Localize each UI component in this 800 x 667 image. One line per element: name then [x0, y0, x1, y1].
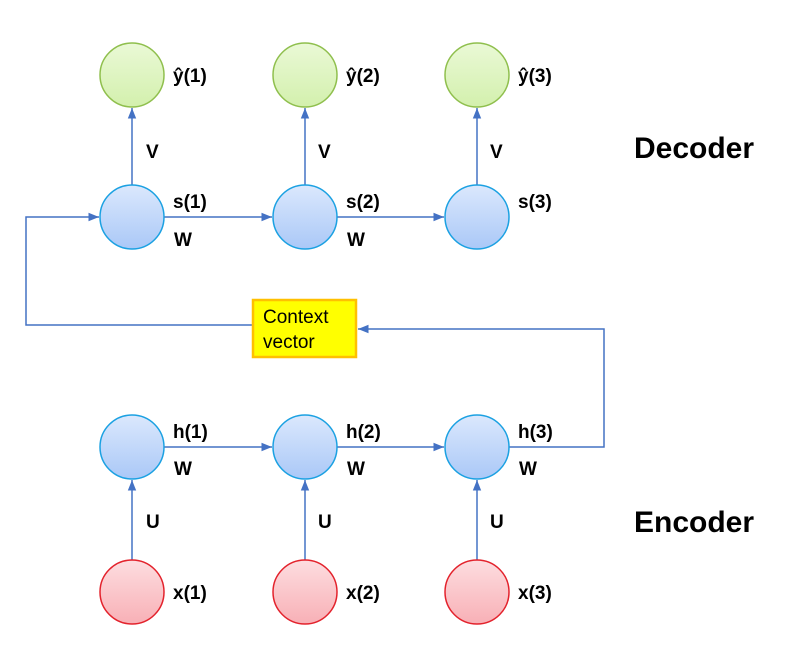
decoder-states: s(1) s(2) s(3) W W [99, 184, 552, 251]
weight-v-2: V [318, 142, 331, 163]
decoder-weight-w-2: W [347, 230, 365, 251]
input-node-1 [99, 559, 165, 625]
encoder-hidden: h(1) h(2) h(3) W W W [99, 414, 553, 480]
state-label-2: s(2) [346, 192, 380, 213]
input-label-3: x(3) [518, 583, 552, 604]
input-label-2: x(2) [346, 583, 380, 604]
hidden-label-2: h(2) [346, 422, 381, 443]
output-node-3 [444, 42, 510, 108]
hidden-label-3: h(3) [518, 422, 553, 443]
output-label-1: ŷ(1) [173, 66, 207, 87]
weight-v-1: V [146, 142, 159, 163]
u-weights: U U U [146, 512, 504, 533]
weight-u-2: U [318, 512, 332, 533]
context-vector-line1: Context [263, 307, 329, 328]
context-vector-rect [251, 298, 358, 359]
encoder-weight-w-2: W [347, 459, 365, 480]
encoder-weight-w-3: W [519, 459, 537, 480]
state-label-3: s(3) [518, 192, 552, 213]
context-vector-line2: vector [263, 332, 315, 353]
encoder-weight-w-1: W [174, 459, 192, 480]
weight-u-1: U [146, 512, 160, 533]
state-node-3 [444, 184, 510, 250]
arrow-context-s1 [25, 212, 252, 326]
output-label-2: ŷ(2) [346, 66, 380, 87]
hidden-label-1: h(1) [173, 422, 208, 443]
encoder-heading: Encoder [634, 506, 754, 539]
hidden-node-1 [99, 414, 165, 480]
output-node-2 [272, 42, 338, 108]
state-label-1: s(1) [173, 192, 207, 213]
state-node-2 [272, 184, 338, 250]
input-label-1: x(1) [173, 583, 207, 604]
state-node-1 [99, 184, 165, 250]
connectors [25, 108, 605, 560]
encoder-inputs: x(1) x(2) x(3) [99, 559, 552, 625]
weight-v-3: V [490, 142, 503, 163]
context-vector-box: Context vector [251, 298, 358, 359]
arrow-h3-context [358, 324, 605, 448]
input-node-3 [444, 559, 510, 625]
weight-u-3: U [490, 512, 504, 533]
decoder-heading: Decoder [634, 132, 754, 165]
decoder-weight-w-1: W [174, 230, 192, 251]
decoder-outputs: ŷ(1) ŷ(2) ŷ(3) [99, 42, 552, 108]
hidden-node-3 [444, 414, 510, 480]
output-label-3: ŷ(3) [518, 66, 552, 87]
input-node-2 [272, 559, 338, 625]
output-node-1 [99, 42, 165, 108]
hidden-node-2 [272, 414, 338, 480]
v-weights: V V V [146, 142, 503, 163]
